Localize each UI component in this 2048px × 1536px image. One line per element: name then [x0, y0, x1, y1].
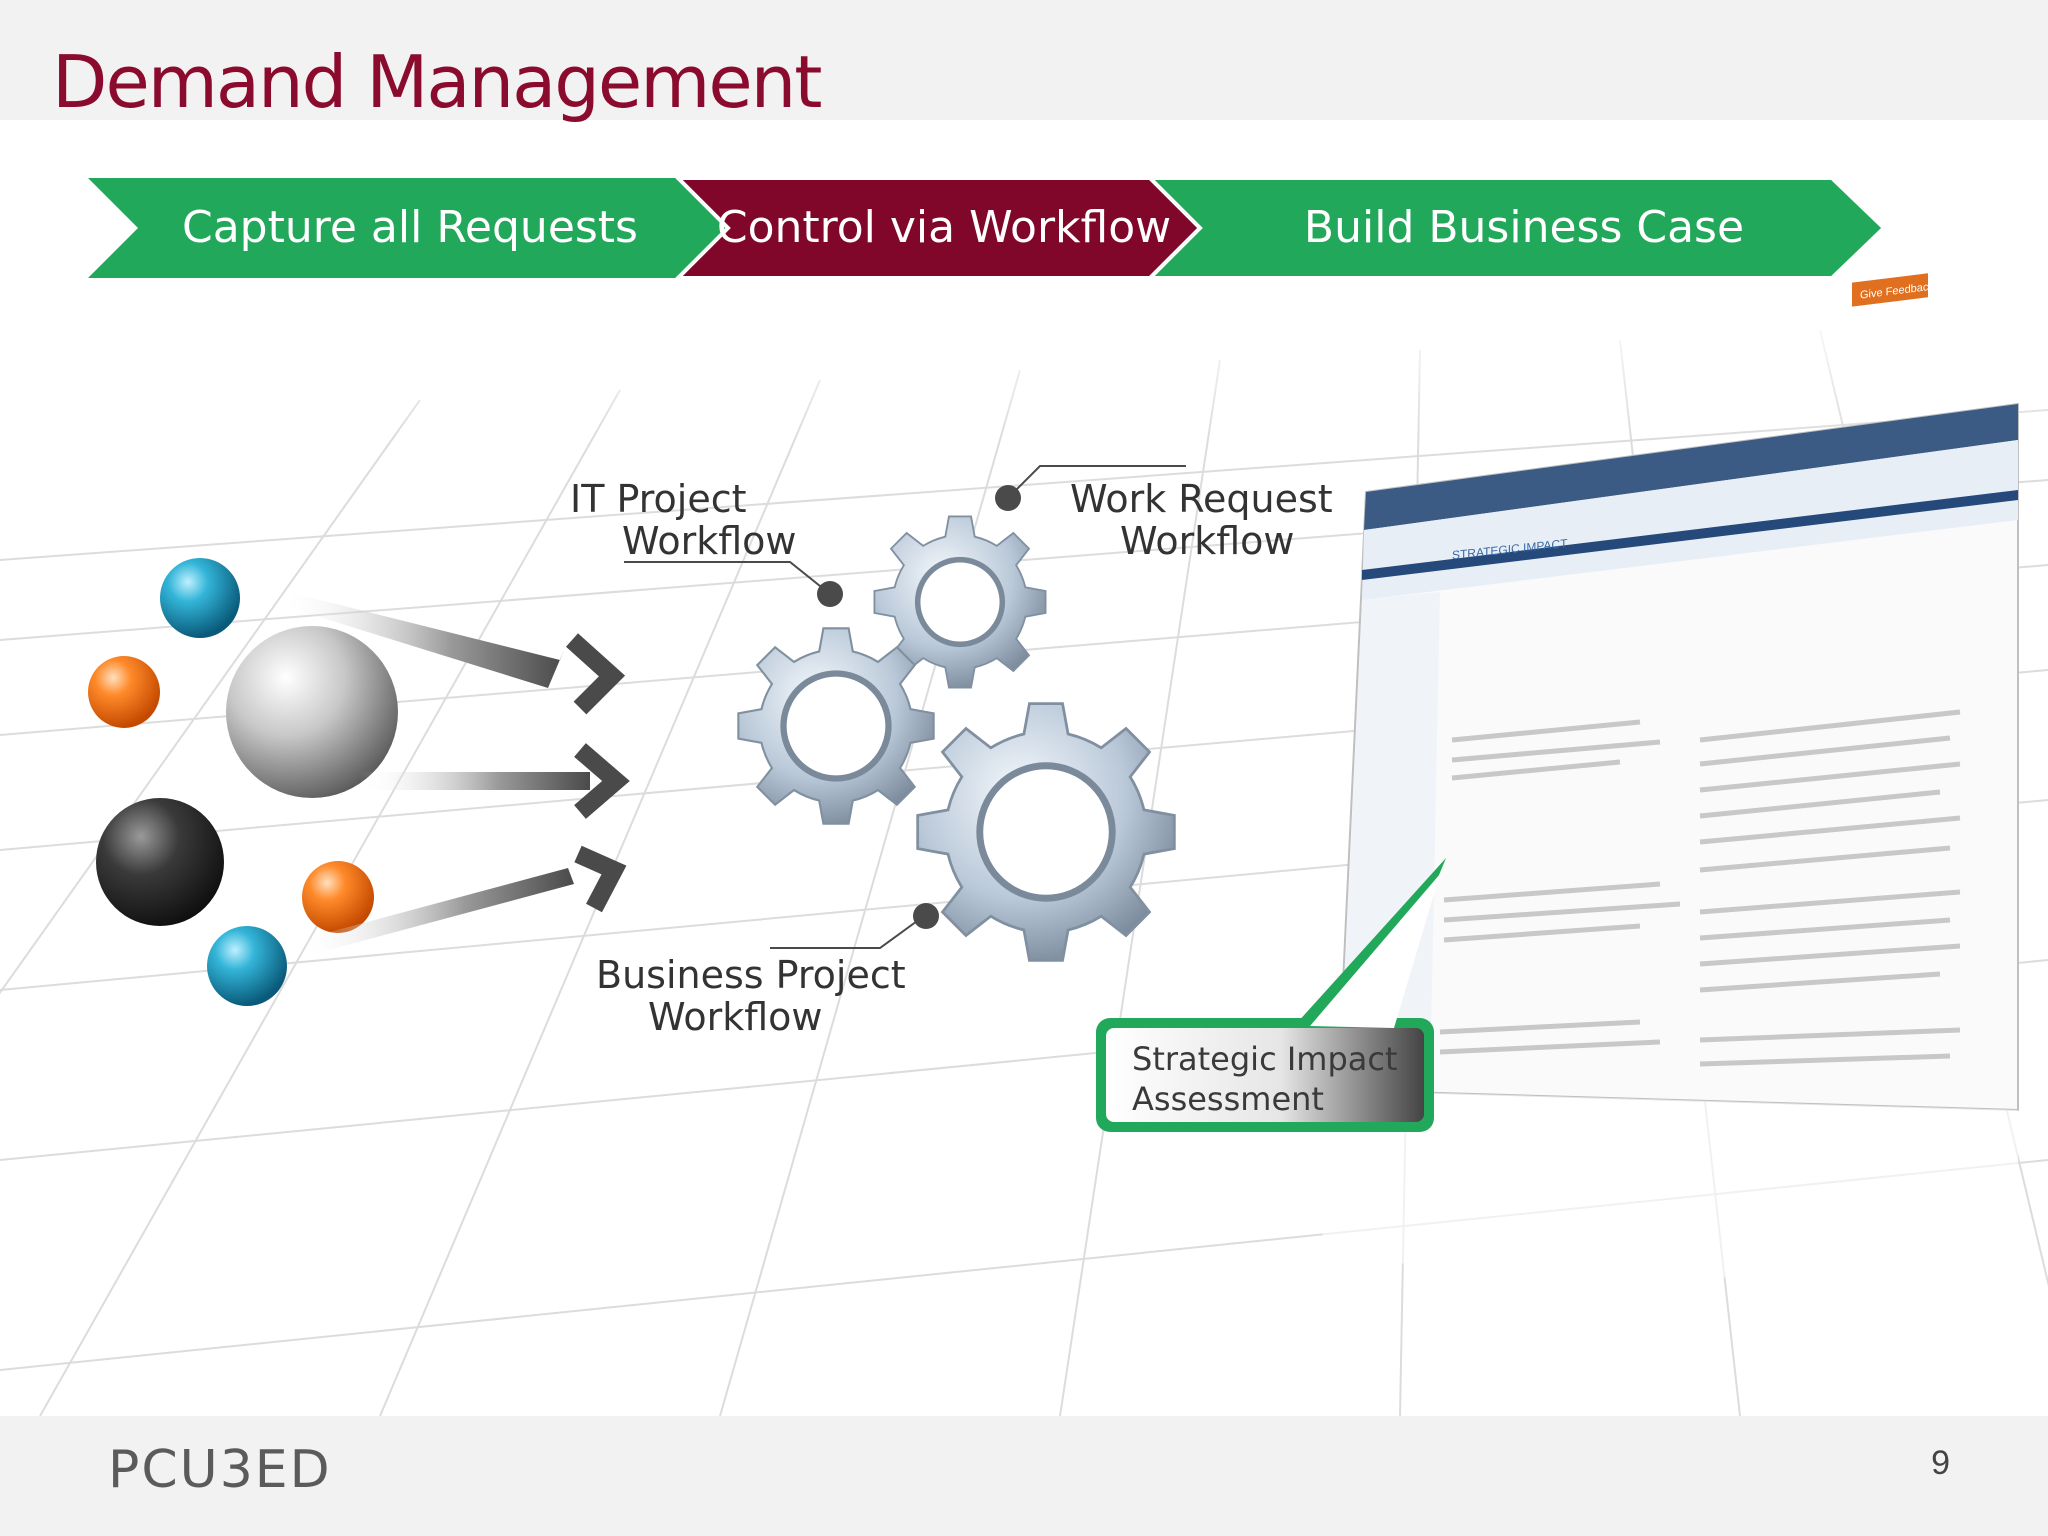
request-arrows: [280, 590, 630, 956]
request-spheres: [88, 558, 398, 1006]
gear-icon: [916, 702, 1176, 962]
callout-line1: Strategic Impact: [1132, 1040, 1398, 1078]
callout-line2: Assessment: [1132, 1080, 1324, 1118]
gears: [737, 515, 1176, 962]
arrow-icon: [360, 743, 630, 819]
work-request-label-line2: Workflow: [1120, 519, 1295, 563]
leader-lines: [624, 465, 1186, 949]
step-label-control: Control via Workflow: [717, 202, 1171, 253]
sphere-icon: [302, 861, 374, 933]
arrow-icon: [280, 590, 626, 715]
it-project-label-line1: IT Project: [570, 477, 747, 521]
business-project-label-line1: Business Project: [596, 953, 906, 997]
leader-dot: [817, 581, 843, 607]
header-band: [0, 0, 2048, 120]
it-project-label-line2: Workflow: [622, 519, 797, 563]
app-screenshot: Give Feedback STRATEGIC IMPACT: [1320, 273, 2019, 1290]
screenshot-text-lines: [1439, 709, 1961, 1067]
footer-band: [0, 1416, 2048, 1536]
sphere-icon: [207, 926, 287, 1006]
work-request-label-line1: Work Request: [1070, 477, 1333, 521]
sphere-icon: [226, 626, 398, 798]
give-feedback-button[interactable]: [1852, 273, 1928, 307]
business-project-label-line2: Workflow: [648, 995, 823, 1039]
step-capture[interactable]: [88, 178, 728, 278]
sphere-icon: [160, 558, 240, 638]
gear-icon: [737, 627, 935, 825]
company-logo: PCU3ED: [108, 1440, 332, 1500]
step-label-capture: Capture all Requests: [182, 202, 638, 253]
slide-title: Demand Management: [52, 40, 823, 124]
gear-icon: [873, 515, 1047, 689]
strategic-impact-callout: Strategic Impact Assessment: [1096, 858, 1446, 1132]
step-label-business-case: Build Business Case: [1304, 202, 1744, 253]
leader-dot: [995, 485, 1021, 511]
leader-dot: [913, 903, 939, 929]
process-steps: Capture all Requests Control via Workflo…: [88, 176, 1887, 280]
sphere-icon: [96, 798, 224, 926]
page-number: 9: [1931, 1444, 1950, 1482]
sphere-icon: [88, 656, 160, 728]
step-business-case[interactable]: [1145, 176, 1887, 280]
arrow-icon: [300, 845, 627, 956]
